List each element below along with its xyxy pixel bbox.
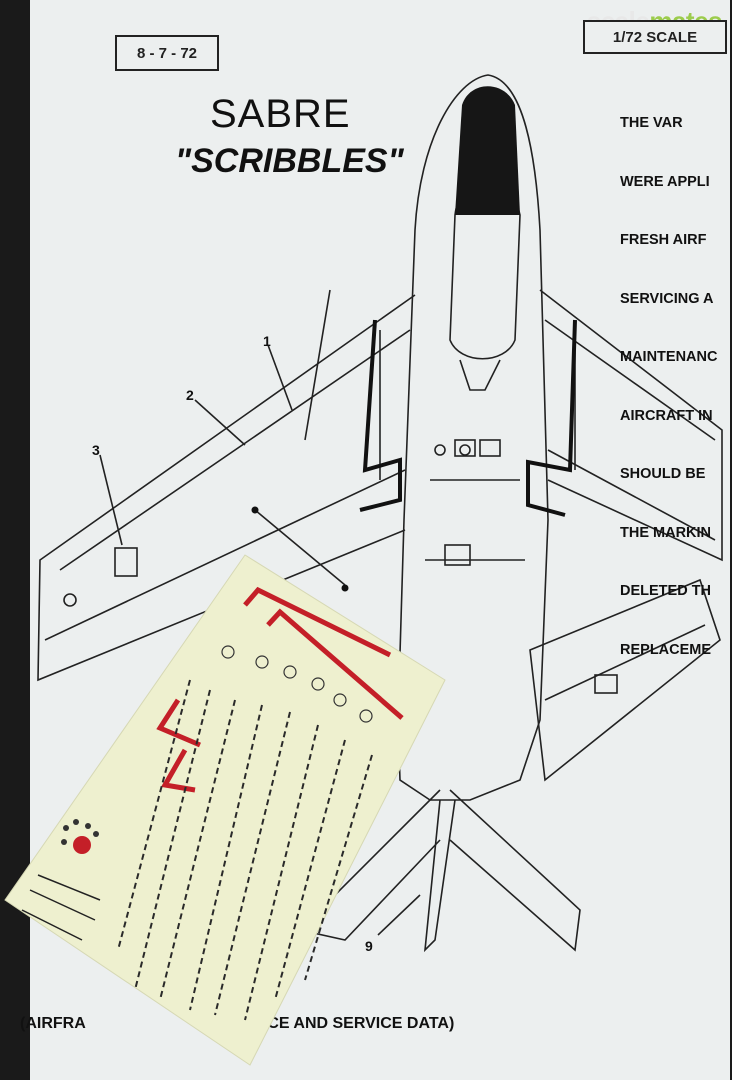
roundel-icon (61, 819, 99, 854)
notes-line: FRESH AIRF (620, 232, 707, 248)
scale-label: 1/72 SCALE (583, 20, 727, 54)
notes-line: SHOULD BE (620, 466, 706, 482)
notes-line: AIRCRAFT IN (620, 407, 713, 424)
page-title: SABRE (210, 92, 351, 136)
notes-line: WERE APPLI (620, 173, 710, 190)
notes-block: THE VAR WERE APPLI FRESH AIRF SERVICING … (620, 75, 717, 699)
callout-number: 1 (263, 333, 271, 349)
footer-left: (AIRFRA (20, 1015, 86, 1032)
notes-line: DELETED TH (620, 583, 712, 599)
sheet-code: 8 - 7 - 72 (115, 35, 219, 71)
notes-line: MAINTENANC (620, 349, 718, 365)
callout-number: 9 (365, 938, 373, 954)
page-subtitle: "SCRIBBLES" (175, 142, 404, 180)
notes-line: REPLACEME (620, 641, 712, 658)
notes-line: THE VAR (620, 115, 683, 131)
callout-number: 3 (92, 442, 100, 458)
notes-line: SERVICING A (620, 290, 714, 307)
notes-line: THE MARKIN (620, 524, 712, 541)
callout-number: 2 (186, 387, 194, 403)
